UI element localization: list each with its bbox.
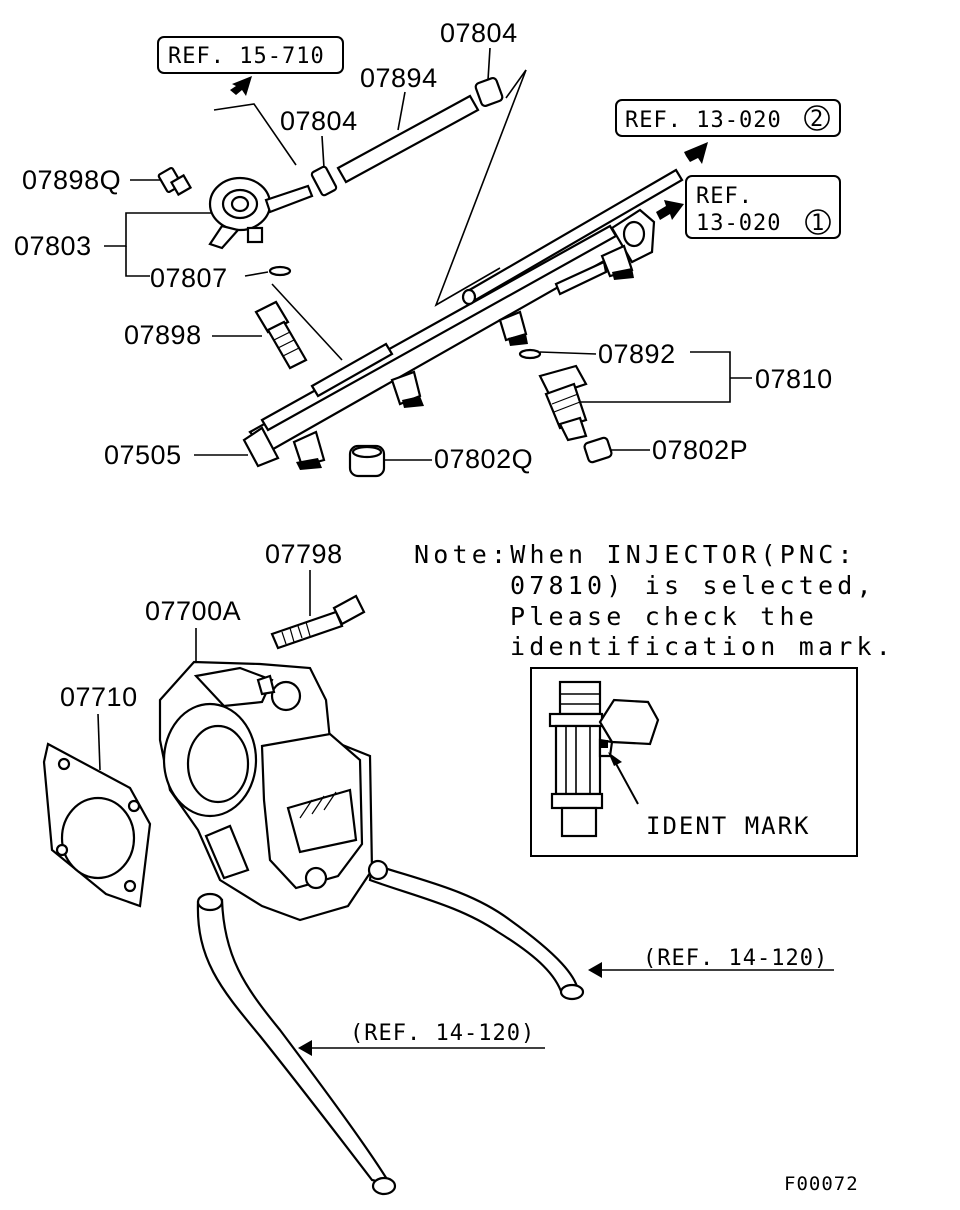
- ref-14-120-right[interactable]: (REF. 14-120): [643, 946, 828, 971]
- label-07804-top[interactable]: 07804: [440, 18, 518, 48]
- label-07505[interactable]: 07505: [104, 440, 182, 470]
- label-07807[interactable]: 07807: [150, 263, 228, 293]
- ref-13-020-1-line2: 13-020: [696, 211, 781, 236]
- throttle-body-07700A: [158, 660, 374, 922]
- ref-14-120-left[interactable]: (REF. 14-120): [350, 1021, 535, 1046]
- ref-13-020-1-line1: REF.: [696, 184, 753, 209]
- note-line-1: Note:When INJECTOR(PNC:: [414, 540, 857, 569]
- arrow-left-icon: [588, 962, 602, 978]
- label-07898[interactable]: 07898: [124, 320, 202, 350]
- label-07804-mid[interactable]: 07804: [280, 106, 358, 136]
- oring-07807: [268, 265, 292, 277]
- label-07894[interactable]: 07894: [360, 63, 438, 93]
- label-07898Q[interactable]: 07898Q: [22, 165, 121, 195]
- clip-07804-top: [474, 76, 504, 108]
- ident-mark-arrow: [613, 759, 639, 805]
- clip-07804-mid: [310, 165, 338, 197]
- arrow-left-icon: [298, 1040, 312, 1056]
- arrow-up-left-icon: [230, 76, 252, 96]
- injector-07810: [538, 364, 588, 442]
- ref-13-020-1-circle: 1: [811, 211, 825, 236]
- injector-illustration: [548, 680, 660, 838]
- gasket-07710: [42, 742, 152, 908]
- fuel-return-pipe: [461, 168, 684, 306]
- figure-id: F00072: [784, 1173, 859, 1195]
- ident-mark-box: IDENT MARK: [530, 667, 858, 857]
- label-07798[interactable]: 07798: [265, 539, 343, 569]
- bolt-07898Q: [157, 166, 193, 197]
- ref-15-710-label: REF. 15-710: [168, 44, 325, 69]
- ident-mark-label: IDENT MARK: [646, 812, 811, 840]
- note-line-4: identification mark.: [510, 632, 895, 661]
- coolant-hose-right: [367, 859, 585, 1001]
- arrow-right-icon: [656, 200, 684, 220]
- ref-13-020-1-callout[interactable]: REF. 13-020 1: [685, 175, 841, 239]
- assembly-triangle-lines: [434, 69, 527, 307]
- label-07710[interactable]: 07710: [60, 682, 138, 712]
- cushion-07802P: [583, 436, 613, 464]
- ref-13-020-2-circle: 2: [810, 107, 824, 132]
- insulator-07802Q: [348, 444, 386, 478]
- label-07810[interactable]: 07810: [755, 364, 833, 394]
- label-07892[interactable]: 07892: [598, 339, 676, 369]
- label-07802Q[interactable]: 07802Q: [434, 444, 533, 474]
- note-line-2: 07810) is selected,: [510, 571, 876, 600]
- leader-ref-15-710: [213, 103, 297, 166]
- note-line-3: Please check the: [510, 602, 818, 631]
- arrow-up-right-icon: [684, 142, 708, 164]
- coolant-hose-left: [196, 892, 397, 1196]
- injector-note: Note:When INJECTOR(PNC: 07810) is select…: [414, 540, 895, 661]
- ref-15-710-callout[interactable]: REF. 15-710: [157, 36, 344, 74]
- label-07803[interactable]: 07803: [14, 231, 92, 261]
- ref-13-020-2-callout[interactable]: REF. 13-020 2: [615, 99, 841, 137]
- oring-07892: [518, 348, 542, 360]
- pressure-regulator-07803: [208, 176, 314, 250]
- bolt-07798: [270, 594, 366, 650]
- fuel-rail-07505: [242, 208, 656, 470]
- bolt-07898: [254, 300, 308, 370]
- label-07802P[interactable]: 07802P: [652, 435, 748, 465]
- label-07700A[interactable]: 07700A: [145, 596, 241, 626]
- hose-07894: [336, 94, 480, 184]
- ref-13-020-2-label: REF. 13-020: [625, 108, 782, 133]
